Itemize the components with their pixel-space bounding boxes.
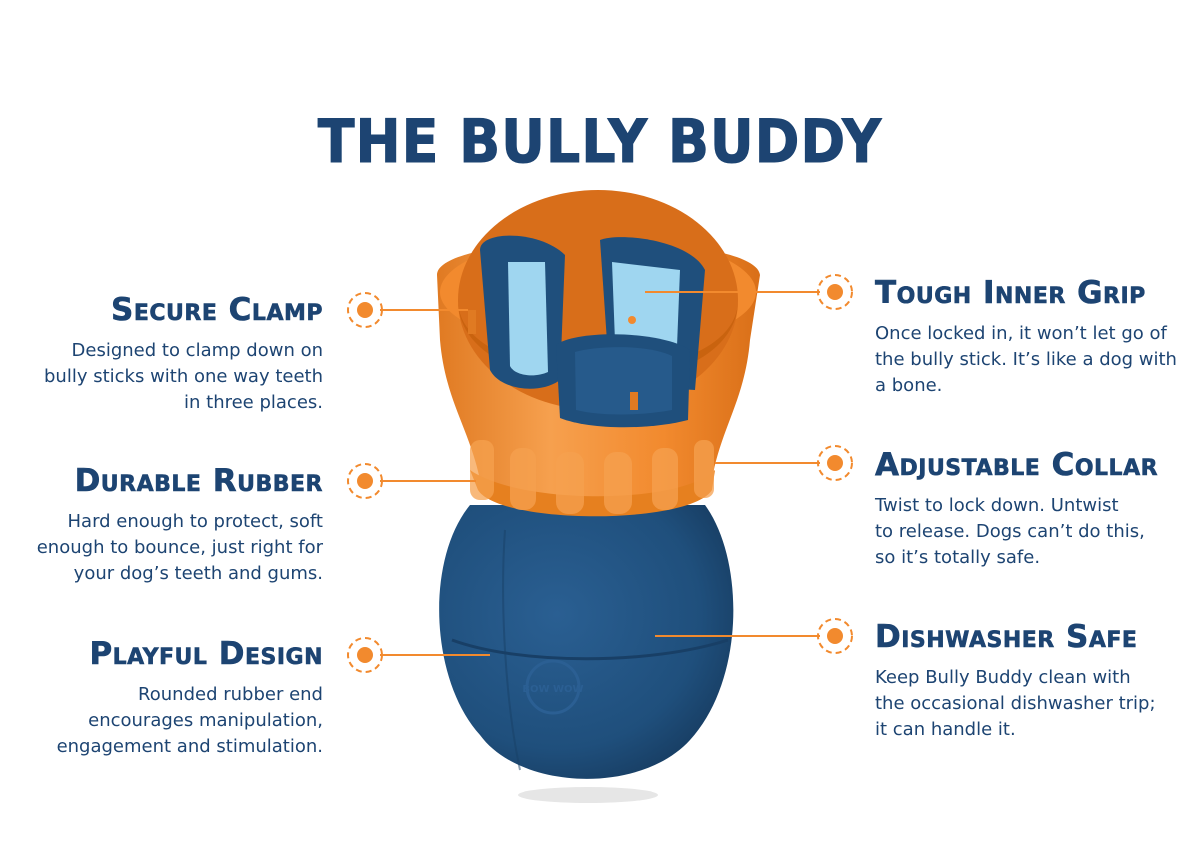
feature-line: engagement and stimulation. [56,736,323,757]
feature-description: Rounded rubber end encourages manipulati… [57,682,323,760]
feature-line: enough to bounce, just right for [36,537,323,558]
feature-line: Once locked in, it won’t let go of [875,323,1167,344]
feature-line: the occasional dishwasher trip; [875,693,1156,714]
page-title: The Bully Buddy [317,107,883,178]
feature-line: so it’s totally safe. [875,547,1041,568]
marker-icon [817,618,853,654]
brand-logo-text: BOW WOW [522,684,583,695]
toy-cup-interior [458,300,738,383]
feature-description: Twist to lock down. Untwist to release. … [875,493,1158,571]
feature-description: Keep Bully Buddy clean with the occasion… [875,665,1156,743]
feature-playful-design: Playful Design Rounded rubber end encour… [57,634,323,760]
toy-clamp-jaws [468,235,705,428]
toy-cup-rim [440,236,756,348]
feature-line: the bully stick. It’s like a dog with [875,349,1177,370]
feature-line: Keep Bully Buddy clean with [875,667,1131,688]
toy-cup-interior [458,190,738,410]
feature-line: your dog’s teeth and gums. [73,563,323,584]
marker-icon [817,445,853,481]
feature-durable-rubber: Durable Rubber Hard enough to protect, s… [37,461,323,587]
toy-rubber-ball [439,505,734,779]
marker-icon [817,274,853,310]
feature-line: encourages manipulation, [88,710,323,731]
feature-heading: Secure Clamp [111,292,323,329]
feature-line: Designed to clamp down on [71,340,323,361]
toy-collar [437,241,760,509]
toy-ball-seam [502,529,521,771]
feature-line: a bone. [875,375,943,396]
feature-secure-clamp: Secure Clamp Designed to clamp down on b… [44,290,323,416]
feature-description: Designed to clamp down on bully sticks w… [44,338,323,416]
feature-adjustable-collar: Adjustable Collar Twist to lock down. Un… [875,445,1158,571]
feature-dishwasher-safe: Dishwasher Safe Keep Bully Buddy clean w… [875,617,1156,743]
feature-description: Hard enough to protect, soft enough to b… [37,509,323,587]
feature-tough-inner-grip: Tough Inner Grip Once locked in, it won’… [875,273,1177,399]
feature-description: Once locked in, it won’t let go of the b… [875,321,1177,399]
feature-line: to release. Dogs can’t do this, [875,521,1145,542]
feature-line: it can handle it. [875,719,1016,740]
feature-line: in three places. [184,392,323,413]
marker-icon [347,292,383,328]
feature-heading: Adjustable Collar [875,447,1159,484]
brand-logo [525,659,581,715]
feature-line: Hard enough to protect, soft [67,511,324,532]
toy-collar-band [470,470,715,517]
feature-line: Twist to lock down. Untwist [875,495,1119,516]
feature-line: bully sticks with one way teeth [44,366,323,387]
feature-line: Rounded rubber end [138,684,323,705]
feature-heading: Playful Design [89,636,323,673]
toy-collar-ridges [470,440,714,514]
toy-ball-seam [451,638,729,661]
feature-heading: Tough Inner Grip [875,275,1146,312]
feature-heading: Dishwasher Safe [875,619,1138,656]
marker-icon [347,463,383,499]
marker-icon [347,637,383,673]
toy-shadow [518,787,658,803]
feature-heading: Durable Rubber [74,463,323,500]
